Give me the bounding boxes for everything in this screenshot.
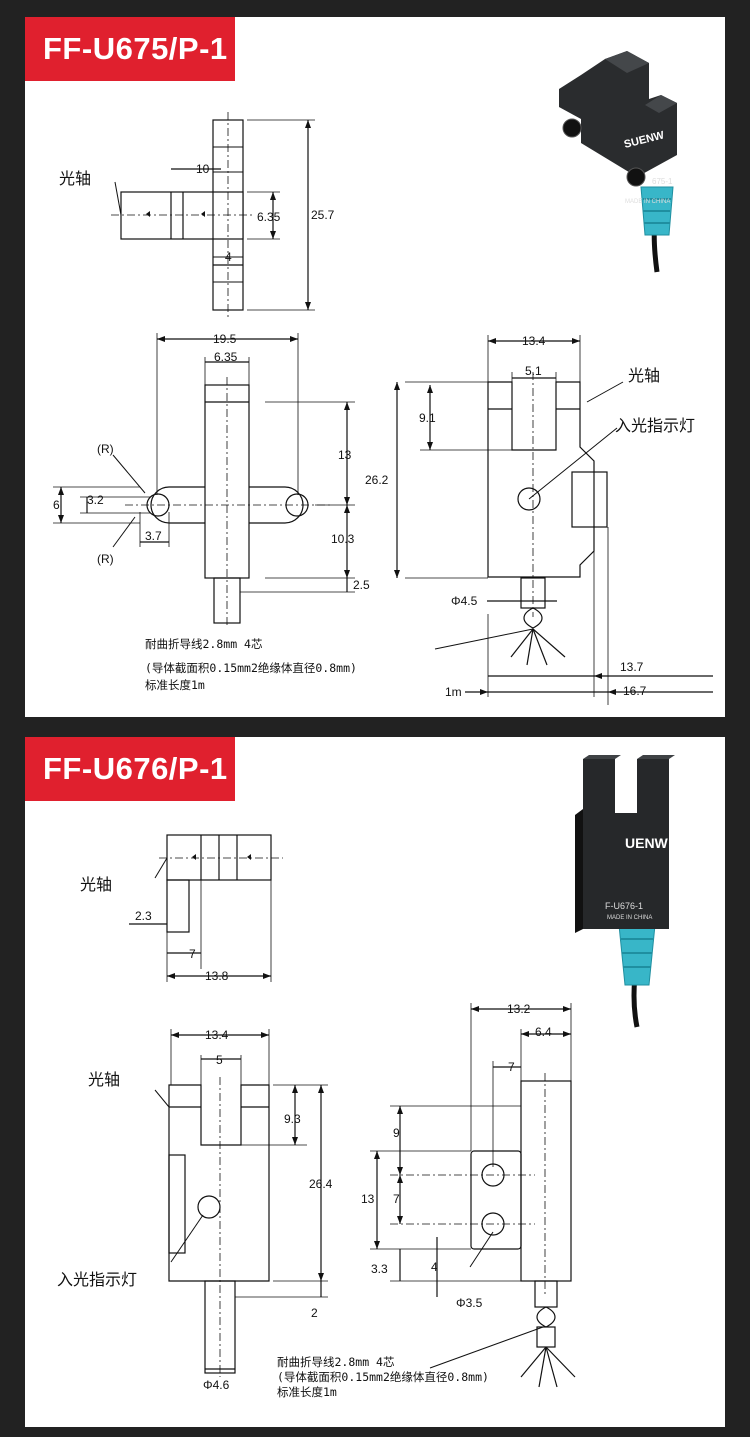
dim-top-tab: 4 [225, 250, 232, 264]
optical-axis-label: 光轴 [80, 876, 112, 894]
optical-axis-label-side: 光轴 [628, 367, 660, 385]
cable-note-line1: 耐曲折导线2.8mm 4芯 [145, 637, 262, 651]
cable-note-line2: (导体截面积0.15mm2绝缘体直径0.8mm) [277, 1370, 489, 1384]
dim-front-lower: 10.3 [331, 532, 355, 546]
dim-side-slot-depth: 9.1 [419, 411, 436, 425]
drawing-panel-ff-u676: FF-U676/P-1 光轴 2.3 7 13.8 [25, 737, 725, 1427]
dim-top-slot: 6.35 [257, 210, 281, 224]
dim-front-width: 13.4 [205, 1028, 229, 1042]
dim-front-bottom: 2 [311, 1306, 318, 1320]
dim-top-width: 10 [196, 162, 210, 176]
dim-side-hole-gap: 4 [431, 1260, 438, 1274]
sensor-model-mark: 675-1 [652, 177, 673, 186]
dim-side-width: 13.2 [507, 1002, 531, 1016]
model-title: FF-U675/P-1 [25, 17, 235, 81]
sensor-photo-ff-u675: SUENW 675-1 MADE IN CHINA [559, 51, 677, 273]
dim-side-pitch: 7 [393, 1192, 400, 1206]
dim-front-hole-offset: 3.7 [145, 529, 162, 543]
technical-drawing-ff-u676: 光轴 2.3 7 13.8 [57, 755, 675, 1399]
dim-front-slot: 5 [216, 1053, 223, 1067]
dim-cable-dia: Φ4.5 [451, 594, 478, 608]
cable-note-line3: 标准长度1m [145, 678, 205, 692]
cable-note-line2: (导体截面积0.15mm2绝缘体直径0.8mm) [145, 661, 357, 675]
dim-side-bottom: 3.3 [371, 1262, 388, 1276]
dim-side-holes: 13 [361, 1192, 375, 1206]
dim-side-top: 9 [393, 1126, 400, 1140]
dim-front-hole-h: 6 [53, 498, 60, 512]
dim-top-tab: 2.3 [135, 909, 152, 923]
model-title: FF-U676/P-1 [25, 737, 235, 801]
indicator-label: 入光指示灯 [615, 417, 695, 435]
drawing-panel-ff-u675: FF-U675/P-1 [25, 17, 725, 717]
dim-front-width: 19.5 [213, 332, 237, 346]
radius-label-top: (R) [97, 442, 114, 456]
dim-front-upper: 13 [338, 448, 352, 462]
optical-axis-label: 光轴 [59, 170, 91, 188]
dim-top-offset: 7 [189, 947, 196, 961]
dim-front-height: 26.4 [309, 1177, 333, 1191]
sensor-model-mark: F-U676-1 [605, 901, 643, 911]
sensor-brand: UENW [625, 835, 669, 851]
dim-front-body: 6.35 [214, 350, 238, 364]
optical-axis-label-front: 光轴 [88, 1071, 120, 1089]
dim-front-bottom: 2.5 [353, 578, 370, 592]
technical-drawing-ff-u675: 光轴 10 6.35 25.7 4 [53, 51, 713, 705]
dim-side-d2: 16.7 [623, 684, 647, 698]
dim-side-height: 26.2 [365, 473, 389, 487]
dim-side-body: 6.4 [535, 1025, 552, 1039]
dim-front-slot-depth: 9.3 [284, 1112, 301, 1126]
dim-side-slot: 5.1 [525, 364, 542, 378]
dim-front-hole-d: 3.2 [87, 493, 104, 507]
dim-cable-dia: Φ4.6 [203, 1378, 230, 1392]
dim-side-d1: 13.7 [620, 660, 644, 674]
dim-cable-length: 1m [445, 685, 462, 699]
dim-side-width: 13.4 [522, 334, 546, 348]
dim-top-total: 25.7 [311, 208, 335, 222]
cable-note-line3: 标准长度1m [277, 1385, 337, 1399]
sensor-made-in: MADE IN CHINA [625, 199, 670, 205]
indicator-label: 入光指示灯 [57, 1271, 137, 1289]
radius-label-bottom: (R) [97, 552, 114, 566]
dim-top-width: 13.8 [205, 969, 229, 983]
sensor-photo-ff-u676: UENW F-U676-1 MADE IN CHINA [575, 755, 675, 1028]
dim-side-offset: 7 [508, 1060, 515, 1074]
sensor-made-in: MADE IN CHINA [607, 915, 652, 921]
dim-side-hole-dia: Φ3.5 [456, 1296, 483, 1310]
cable-note-line1: 耐曲折导线2.8mm 4芯 [277, 1355, 394, 1369]
